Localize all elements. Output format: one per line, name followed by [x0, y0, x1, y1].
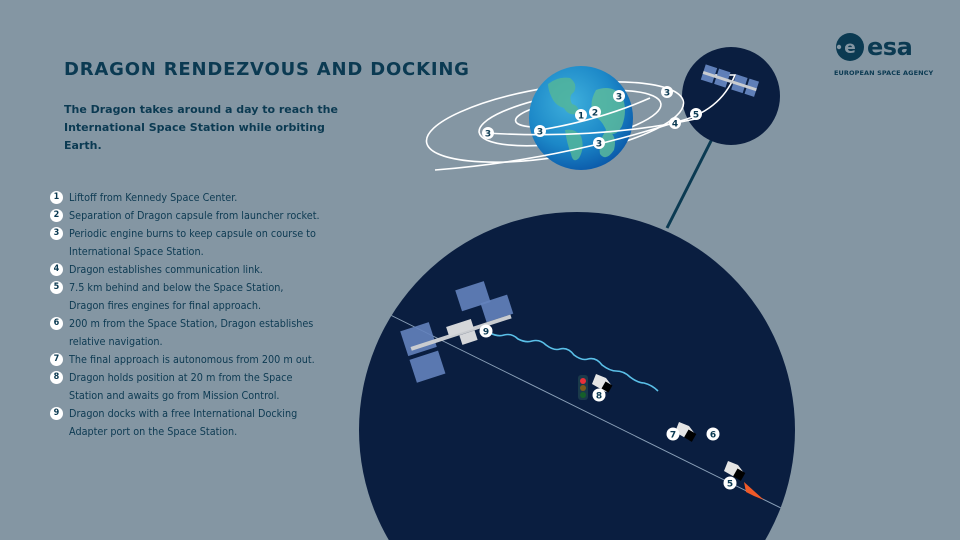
- step-text: Dragon docks with a free International D…: [69, 408, 298, 420]
- svg-text:8: 8: [596, 392, 602, 402]
- svg-text:3: 3: [596, 140, 602, 150]
- step-text: 200 m from the Space Station, Dragon est…: [69, 318, 314, 330]
- step-item: 6 200 m from the Space Station, Dragon es…: [50, 315, 340, 351]
- marker-5: 5: [723, 476, 737, 490]
- marker-3: 3: [534, 125, 546, 138]
- marker-3: 3: [613, 90, 625, 103]
- step-text: Station and awaits go from Mission Contr…: [69, 390, 280, 402]
- page-subtitle: The Dragon takes around a day to reach t…: [64, 103, 338, 152]
- step-text: relative navigation.: [69, 336, 163, 348]
- svg-text:3: 3: [485, 130, 491, 140]
- step-text: Dragon establishes communication link.: [69, 264, 263, 276]
- step-item: 2 Separation of Dragon capsule from launc…: [50, 207, 340, 225]
- step-item: 9 Dragon docks with a free International …: [50, 405, 340, 441]
- marker-2: 2: [589, 106, 601, 119]
- step-text: Dragon fires engines for final approach.: [69, 300, 262, 312]
- step-number-badge: 7: [50, 353, 63, 366]
- approach-trajectory: [489, 332, 659, 392]
- svg-text:3: 3: [537, 128, 543, 138]
- svg-text:9: 9: [483, 328, 489, 338]
- iss-large-icon: [400, 281, 514, 383]
- step-text: Periodic engine burns to keep capsule on…: [69, 228, 316, 240]
- svg-text:5: 5: [727, 480, 733, 490]
- step-text: Separation of Dragon capsule from launch…: [69, 210, 320, 222]
- step-item: 7 The final approach is autonomous from 2…: [50, 351, 340, 369]
- esa-logo: e esa EUROPEAN SPACE AGENCY: [834, 32, 934, 77]
- step-text: Dragon holds position at 20 m from the S…: [69, 372, 293, 384]
- dragon-capsule-8: [592, 374, 613, 393]
- step-number-badge: 8: [50, 371, 63, 384]
- marker-9: 9: [479, 324, 493, 338]
- orbit-markers: 1 2 3 3 3 3 3 4 5: [482, 86, 702, 150]
- marker-1: 1: [575, 109, 587, 122]
- marker-6: 6: [706, 427, 720, 441]
- esa-wordmark: esa: [867, 33, 913, 61]
- marker-7: 7: [666, 427, 680, 441]
- step-number-badge: 5: [50, 281, 63, 294]
- zoom-connector-line: [665, 138, 714, 229]
- marker-8: 8: [592, 388, 606, 402]
- engine-flame-icon: [744, 482, 764, 500]
- step-text: The final approach is autonomous from 20…: [69, 354, 315, 366]
- step-item: 3 Periodic engine burns to keep capsule o…: [50, 225, 340, 261]
- marker-5: 5: [690, 108, 702, 121]
- svg-text:1: 1: [578, 112, 584, 122]
- svg-text:3: 3: [664, 89, 670, 99]
- step-text: International Space Station.: [69, 246, 204, 258]
- iss-small-icon: [700, 64, 760, 97]
- svg-text:2: 2: [592, 109, 598, 119]
- svg-text:7: 7: [670, 431, 676, 441]
- step-text: Adapter port on the Space Station.: [69, 426, 238, 438]
- approach-markers: 9 8 7 6 5: [479, 324, 737, 490]
- step-text: 7.5 km behind and below the Space Statio…: [69, 282, 284, 294]
- step-item: 1 Liftoff from Kennedy Space Center.: [50, 189, 340, 207]
- dragon-capsule-5: [724, 461, 764, 500]
- marker-3: 3: [593, 137, 605, 150]
- step-item: 4 Dragon establishes communication link.: [50, 261, 340, 279]
- svg-text:e: e: [844, 38, 856, 58]
- esa-emblem-icon: e: [836, 33, 864, 61]
- step-number-badge: 4: [50, 263, 63, 276]
- step-number-badge: 1: [50, 191, 63, 204]
- step-number-badge: 3: [50, 227, 63, 240]
- marker-3: 3: [482, 127, 494, 140]
- step-number-badge: 2: [50, 209, 63, 222]
- step-number-badge: 6: [50, 317, 63, 330]
- page-title: DRAGON RENDEZVOUS AND DOCKING: [64, 59, 470, 80]
- dragon-capsule-7: [675, 422, 697, 442]
- marker-4: 4: [669, 117, 681, 130]
- svg-text:5: 5: [693, 111, 699, 121]
- svg-text:3: 3: [616, 93, 622, 103]
- svg-text:4: 4: [672, 120, 678, 130]
- iss-zoom-circle: [682, 47, 780, 145]
- step-item: 8 Dragon holds position at 20 m from the …: [50, 369, 340, 405]
- steps-list: 1 Liftoff from Kennedy Space Center. 2 Sep…: [50, 189, 340, 441]
- marker-3: 3: [661, 86, 673, 99]
- step-text: Liftoff from Kennedy Space Center.: [69, 192, 238, 204]
- step-item: 5 7.5 km behind and below the Space Stati…: [50, 279, 340, 315]
- traffic-light-icon: [578, 375, 588, 400]
- step-number-badge: 9: [50, 407, 63, 420]
- agency-name: EUROPEAN SPACE AGENCY: [834, 69, 934, 77]
- svg-text:6: 6: [710, 431, 716, 441]
